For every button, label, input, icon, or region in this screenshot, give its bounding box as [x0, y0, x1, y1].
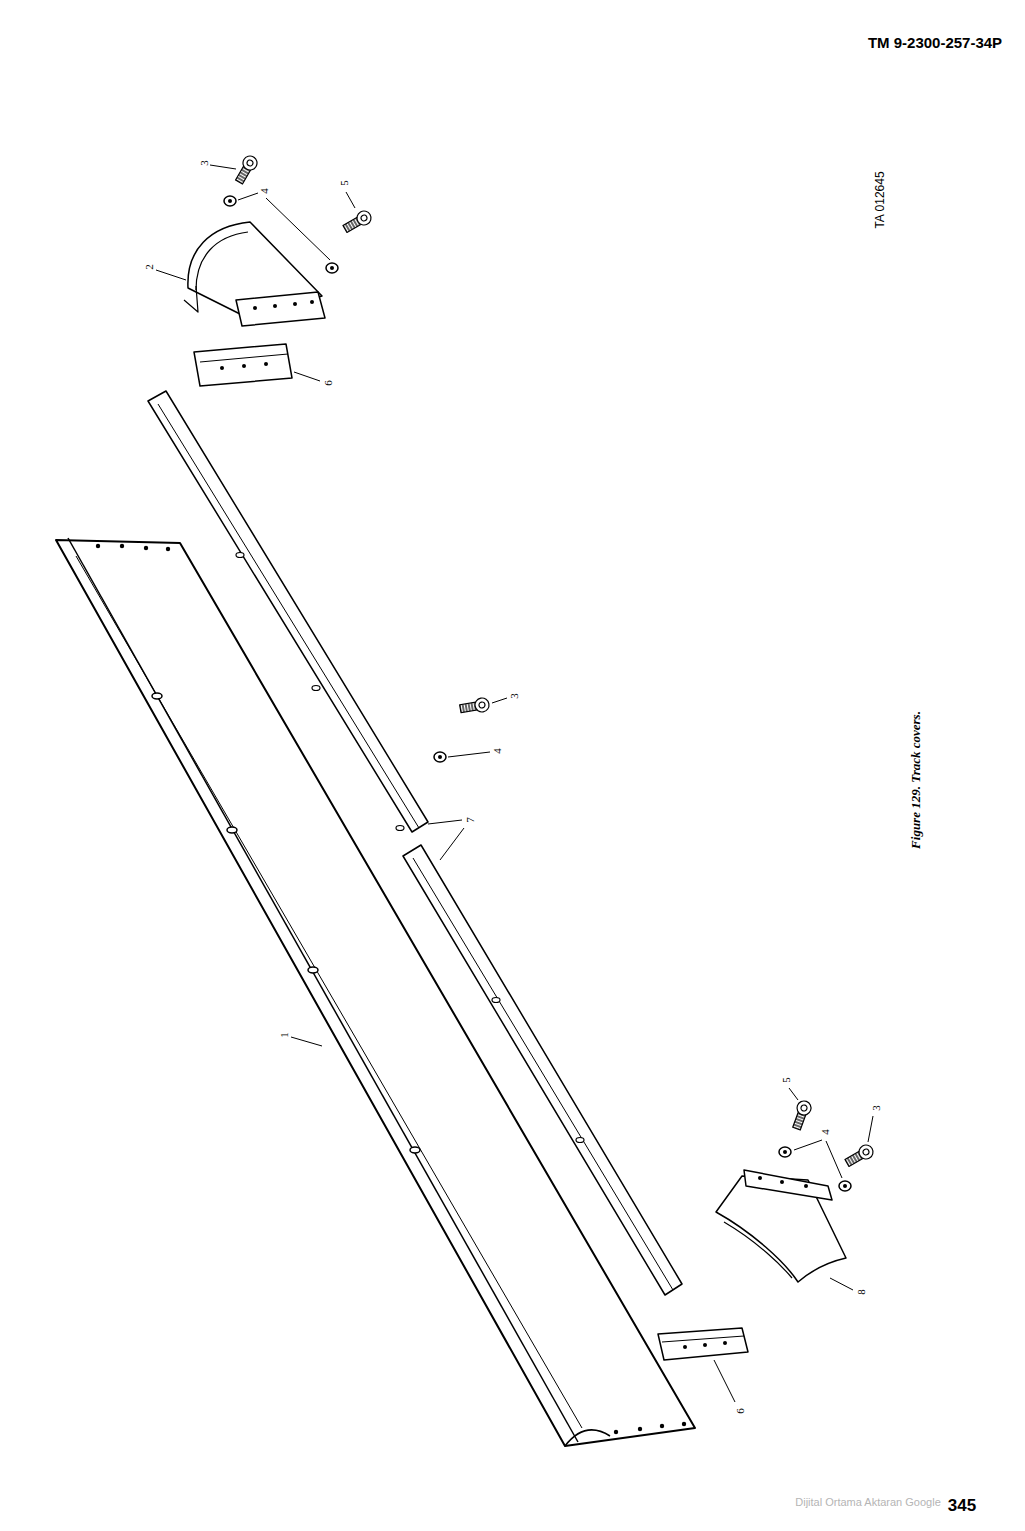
page-number: 345	[947, 1496, 977, 1515]
art-number: TA 012645	[873, 170, 887, 229]
callout-number: 5	[780, 1076, 793, 1084]
figure-caption: Figure 129. Track covers.	[909, 711, 922, 849]
callout-number: 6	[322, 379, 335, 387]
callout-number: 2	[143, 263, 156, 271]
callout-number: 3	[870, 1104, 883, 1112]
callout-number: 8	[855, 1288, 868, 1296]
callout-number: 3	[508, 692, 521, 700]
callout-number: 4	[258, 187, 271, 195]
callout-number: 5	[338, 179, 351, 187]
document-number: TM 9-2300-257-34P	[867, 34, 1003, 51]
callout-number: 1	[278, 1031, 291, 1039]
callout-number: 3	[198, 159, 211, 167]
callout-number: 4	[819, 1128, 832, 1136]
callout-number: 6	[734, 1407, 747, 1415]
watermark: Dijital Ortama Aktaran Google	[794, 1496, 942, 1509]
callout-number: 4	[491, 747, 504, 755]
callout-number: 7	[464, 816, 477, 824]
